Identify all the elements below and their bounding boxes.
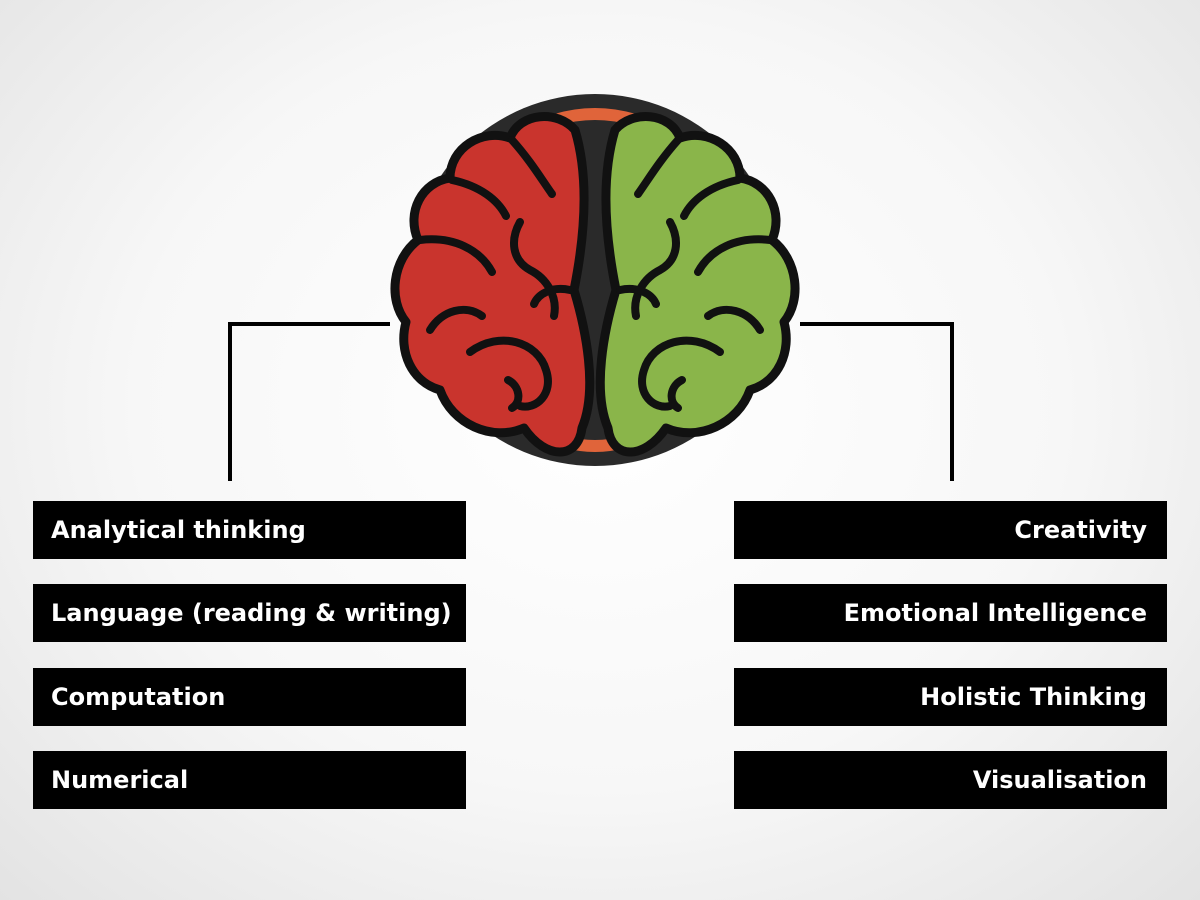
right-hemisphere (595, 112, 800, 457)
right-connector-line (800, 322, 954, 481)
left-hemisphere (390, 112, 595, 457)
left-connector-line (228, 322, 390, 481)
left-trait-numerical: Numerical (33, 751, 466, 809)
brain-icon (390, 94, 800, 466)
right-trait-holistic-thinking: Holistic Thinking (734, 668, 1167, 726)
left-trait-computation: Computation (33, 668, 466, 726)
right-trait-visualisation: Visualisation (734, 751, 1167, 809)
right-trait-emotional-intelligence: Emotional Intelligence (734, 584, 1167, 642)
right-trait-creativity: Creativity (734, 501, 1167, 559)
left-trait-analytical-thinking: Analytical thinking (33, 501, 466, 559)
left-trait-language: Language (reading & writing) (33, 584, 466, 642)
